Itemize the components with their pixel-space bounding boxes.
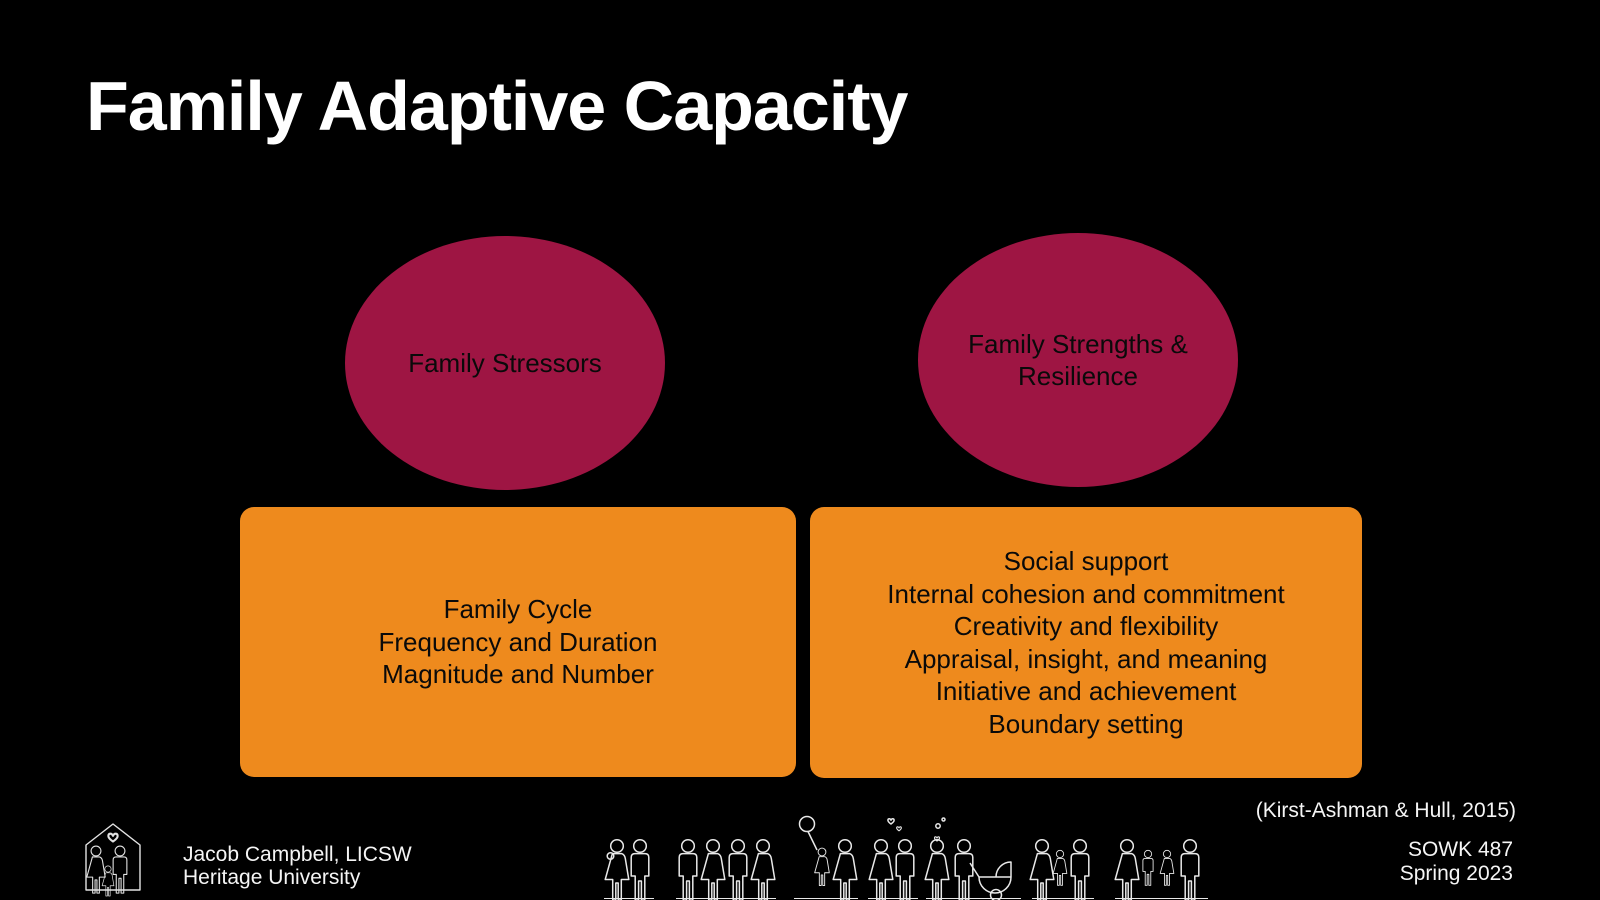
course-number: SOWK 487: [1407, 838, 1513, 861]
strengths-line: Appraisal, insight, and meaning: [904, 643, 1268, 674]
strengths-line: Creativity and flexibility: [953, 611, 1219, 641]
family-stressors-ellipse: Family Stressors: [345, 236, 665, 490]
couple-with-baby-icon: [604, 838, 650, 900]
author-institution: Heritage University: [183, 866, 361, 889]
child-with-balloon-and-mother-icon: [798, 815, 858, 900]
family-strengths-ellipse: Family Strengths & Resilience: [918, 233, 1238, 487]
family-strengths-label-line1: Family Strengths &: [968, 329, 1188, 359]
family-stressors-label: Family Stressors: [408, 348, 602, 378]
heart-icon: [933, 836, 941, 842]
stressors-line: Magnitude and Number: [382, 659, 654, 690]
course-block: SOWK 487 Spring 2023: [1400, 838, 1513, 885]
house-outline: [85, 823, 141, 891]
heart-icon: [887, 818, 895, 825]
couple-with-hearts-icon: [868, 818, 915, 900]
strengths-line: Internal cohesion and commitment: [887, 578, 1285, 609]
strengths-detail-box: Social support Internal cohesion and com…: [810, 507, 1362, 778]
family-house-logo-icon: [85, 823, 141, 897]
stressors-line: Family Cycle: [443, 594, 593, 625]
strengths-line: Boundary setting: [988, 708, 1184, 739]
family-figures-illustration: [604, 815, 1208, 900]
family-of-four-icon: [1114, 838, 1200, 900]
balloon-icon: [798, 815, 816, 833]
citation-text: (Kirst-Ashman & Hull, 2015): [1255, 799, 1516, 822]
heart-icon: [896, 826, 902, 832]
author-name: Jacob Campbell, LICSW: [183, 843, 412, 866]
stressors-detail-box: Family Cycle Frequency and Duration Magn…: [240, 507, 796, 777]
heart-icon: [107, 832, 119, 843]
slide-title: Family Adaptive Capacity: [86, 67, 908, 145]
family-strengths-label-line2: Resilience: [1018, 361, 1138, 391]
parents-holding-child-hands-icon: [1029, 838, 1090, 900]
strengths-line: Social support: [1003, 546, 1169, 576]
author-block: Jacob Campbell, LICSW Heritage Universit…: [183, 843, 412, 889]
two-couples-icon: [678, 838, 776, 900]
pregnant-couple-with-pram-icon: [924, 817, 1012, 900]
strengths-line: Initiative and achievement: [935, 676, 1237, 706]
stressors-line: Frequency and Duration: [378, 626, 658, 657]
course-term: Spring 2023: [1399, 861, 1513, 885]
